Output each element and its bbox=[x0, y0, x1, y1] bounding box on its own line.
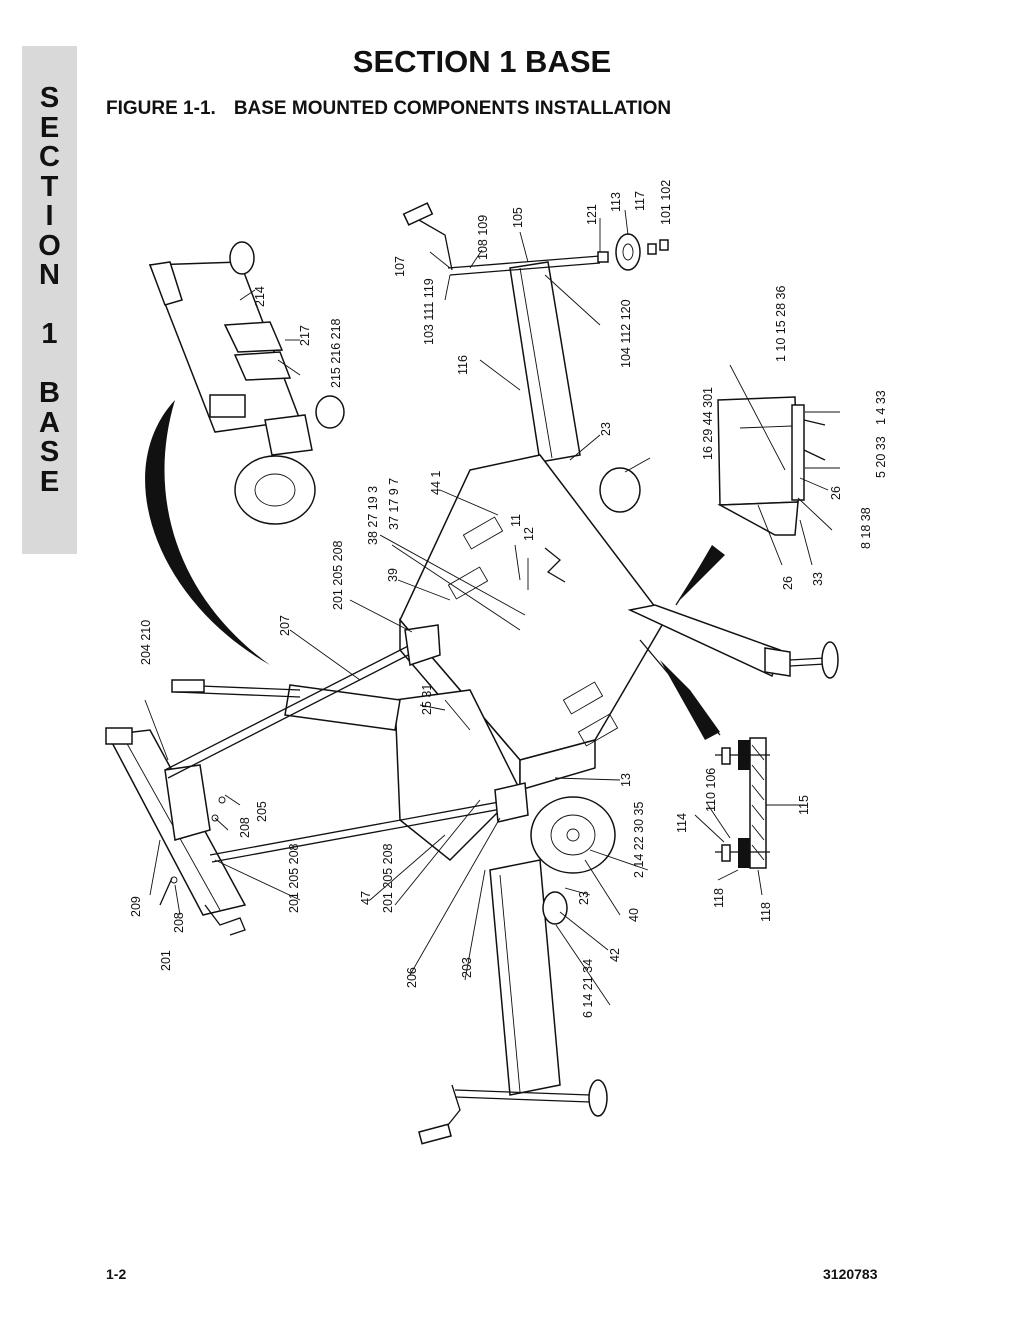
callout: 23 bbox=[577, 891, 591, 905]
page-number: 1-2 bbox=[106, 1266, 127, 1282]
callout: 42 bbox=[608, 948, 622, 962]
side-letter: I bbox=[45, 200, 54, 232]
callout: 2 14 22 30 35 bbox=[632, 801, 646, 878]
control-box-inset-drawing bbox=[675, 396, 826, 606]
callout: 201 205 208 bbox=[287, 843, 301, 913]
callout: 214 bbox=[253, 286, 267, 307]
figure-caption: BASE MOUNTED COMPONENTS INSTALLATION bbox=[233, 98, 672, 119]
callout: 1 10 15 28 36 bbox=[774, 285, 788, 362]
side-tab-letters: S E C T I O N 1 B A S E bbox=[22, 82, 77, 498]
callout: 11 bbox=[509, 514, 523, 527]
side-letter: N bbox=[39, 259, 60, 291]
page-title: SECTION 1 BASE bbox=[352, 44, 612, 79]
side-letter: T bbox=[40, 170, 59, 203]
callout: 117 bbox=[633, 191, 647, 211]
callout: 121 bbox=[585, 204, 599, 225]
callout: 206 bbox=[405, 967, 419, 988]
callout: 208 bbox=[238, 817, 252, 838]
callout: 8 18 38 bbox=[859, 507, 873, 549]
callout: 101 102 bbox=[659, 180, 673, 225]
callout: 105 bbox=[511, 207, 525, 228]
figure-title: FIGURE 1-1. BASE MOUNTED COMPONENTS INSTA… bbox=[106, 98, 671, 120]
callout: 205 bbox=[255, 801, 269, 822]
side-letter: S bbox=[39, 436, 60, 468]
callout: 104 112 120 bbox=[619, 299, 633, 368]
callout: 13 bbox=[619, 773, 633, 787]
callout: 44 1 bbox=[429, 471, 443, 495]
caster-inset-drawing bbox=[145, 241, 345, 665]
document-number: 3120783 bbox=[823, 1266, 878, 1282]
callout: 5 20 33 bbox=[874, 436, 888, 478]
callout: 37 17 9 7 bbox=[387, 478, 401, 530]
figure-number: FIGURE 1-1. bbox=[106, 98, 216, 119]
side-letter: 1 bbox=[41, 318, 58, 350]
callout: 33 bbox=[811, 572, 825, 586]
callout: 115 bbox=[797, 795, 811, 815]
side-letter: S bbox=[39, 82, 60, 114]
callout: 215 216 218 bbox=[329, 318, 343, 388]
leader-lines bbox=[144, 209, 840, 1006]
section-side-tab: S E C T I O N 1 B A S E bbox=[22, 46, 77, 554]
callout: 47 bbox=[359, 891, 373, 905]
callout: 201 205 208 bbox=[331, 540, 345, 610]
callout: 110 106 bbox=[704, 768, 718, 812]
callout: 118 bbox=[759, 902, 773, 922]
base-frame-drawing bbox=[171, 202, 839, 1145]
side-letter: E bbox=[39, 111, 60, 144]
side-letter: A bbox=[39, 406, 60, 439]
callout-labels: 107 108 109 105 121 113 117 101 102 103 … bbox=[129, 180, 888, 1018]
callout: 116 bbox=[456, 355, 470, 375]
callout: 12 bbox=[522, 527, 536, 541]
callout: 207 bbox=[278, 615, 292, 636]
callout: 1 4 33 bbox=[874, 390, 888, 425]
callout: 113 bbox=[609, 192, 623, 212]
callout: 25 31 bbox=[420, 684, 434, 715]
side-letter: E bbox=[39, 465, 60, 498]
callout: 208 bbox=[172, 912, 186, 933]
callout: 39 bbox=[386, 568, 400, 582]
callout: 209 bbox=[129, 896, 143, 917]
outrigger-drawing bbox=[105, 624, 529, 936]
callout: 107 bbox=[393, 256, 407, 277]
callout: 114 bbox=[675, 813, 689, 833]
callout: 6 14 21 34 bbox=[581, 959, 595, 1018]
callout: 23 bbox=[599, 422, 613, 436]
callout: 201 205 208 bbox=[381, 843, 395, 913]
callout: 201 bbox=[159, 950, 173, 971]
callout: 203 bbox=[460, 957, 474, 978]
side-letter: B bbox=[39, 377, 60, 409]
callout: 16 29 44 301 bbox=[701, 387, 715, 460]
callout: 108 109 bbox=[476, 215, 490, 260]
callout: 26 bbox=[829, 486, 843, 500]
pad-inset-drawing bbox=[639, 639, 770, 869]
callout: 217 bbox=[298, 325, 312, 346]
callout: 40 bbox=[627, 908, 641, 922]
callout: 103 111 119 bbox=[422, 278, 436, 345]
callout: 118 bbox=[712, 888, 726, 908]
side-letter: O bbox=[38, 229, 61, 262]
side-letter: C bbox=[39, 141, 60, 173]
callout: 26 bbox=[781, 576, 795, 590]
callout: 204 210 bbox=[139, 620, 153, 665]
callout: 38 27 19 3 bbox=[366, 486, 380, 545]
